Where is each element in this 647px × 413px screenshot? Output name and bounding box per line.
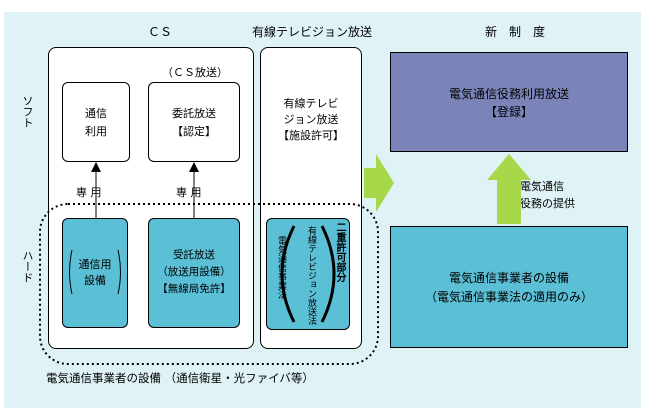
provision-label: 電気通信 役務の提供 xyxy=(520,178,575,212)
cable-hard-box xyxy=(266,218,350,330)
receive-box: 受託放送 （放送用設備） 【無線局免許】 xyxy=(148,218,240,328)
carrier-equip-line2: （電気通信事業法の適用のみ） xyxy=(424,290,593,304)
broadcast-up-arrow-head xyxy=(189,162,199,172)
consign-line2: 【認定】 xyxy=(172,125,216,138)
comm-equip-line2: 設備 xyxy=(84,274,106,287)
transition-arrow-icon xyxy=(364,154,394,212)
side-label-hard: ハード xyxy=(21,250,34,283)
cable-hard-col3: 二重許可部分 xyxy=(334,222,345,282)
receive-line3: 【無線局免許】 xyxy=(157,283,231,295)
header-cs: ＣＳ xyxy=(147,25,172,39)
cable-hard-left-bracket xyxy=(280,225,296,323)
provision-line1: 電気通信 xyxy=(520,180,564,193)
carrier-facility-dotted-region xyxy=(39,203,379,365)
provision-line2: 役務の提供 xyxy=(520,197,575,210)
cable-soft-text: 有線テレビ ジョン放送 【施設許可】 xyxy=(262,96,360,144)
cable-hard-col2: 有線テレビジョン放送法 xyxy=(306,226,316,325)
service-use-line2: 【登録】 xyxy=(484,105,533,119)
exclusive-label-comm: 専 用 xyxy=(76,186,102,199)
comm-up-arrow-head xyxy=(91,162,101,172)
comm-use-line1: 通信 xyxy=(85,107,107,120)
comm-equip-line1: 通信用 xyxy=(78,258,112,271)
provision-up-arrow-icon xyxy=(487,154,531,224)
exclusive-label-broadcast: 専 用 xyxy=(176,186,202,199)
service-use-box: 電気通信役務利用放送 【登録】 xyxy=(390,52,628,152)
comm-equip-box: 通信用 設備 xyxy=(62,218,128,328)
header-cable: 有線テレビジョン放送 xyxy=(251,25,372,39)
carrier-equip-line1: 電気通信事業者の設備 xyxy=(448,271,569,285)
cs-broadcast-label: （ＣＳ放送） xyxy=(162,66,228,79)
comm-equip-left-paren xyxy=(69,249,73,295)
receive-line2: （放送用設備） xyxy=(157,266,231,278)
consign-line1: 委託放送 xyxy=(172,107,216,120)
service-use-line1: 電気通信役務利用放送 xyxy=(448,87,569,101)
side-label-soft: ソフト xyxy=(21,95,34,128)
bottom-caption: 電気通信事業者の設備 （通信衛星・光ファイバ等） xyxy=(46,371,314,385)
carrier-equip-box: 電気通信事業者の設備 （電気通信事業法の適用のみ） xyxy=(390,226,628,348)
header-new-system: 新 制 度 xyxy=(484,25,545,39)
consign-box: 委託放送 【認定】 xyxy=(148,82,240,162)
cable-soft-line1: 有線テレビ xyxy=(283,97,339,110)
cable-hard-right-bracket xyxy=(320,225,336,323)
cable-soft-line2: ジョン放送 xyxy=(283,113,339,126)
comm-use-line2: 利用 xyxy=(85,125,107,138)
comm-use-box: 通信 利用 xyxy=(62,82,130,162)
comm-equip-right-paren xyxy=(117,249,121,295)
cable-soft-line3: 【施設許可】 xyxy=(278,129,344,142)
receive-line1: 受託放送 xyxy=(173,249,215,261)
